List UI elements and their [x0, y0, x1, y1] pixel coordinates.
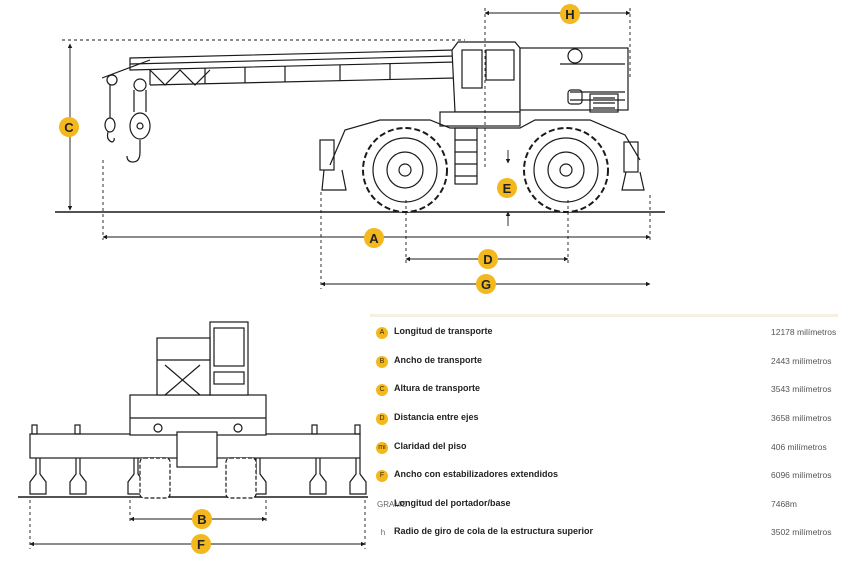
svg-text:C: C: [64, 120, 74, 135]
spec-row: C Altura de transporte 3543 milímetros: [370, 381, 838, 401]
spec-label: Longitud del portador/base: [394, 498, 511, 508]
spec-badge: h: [380, 528, 386, 537]
spec-value: 2443 milímetros: [771, 356, 832, 366]
front-cab: [156, 321, 249, 396]
spec-label: Claridad del piso: [394, 441, 467, 451]
spec-value: 12178 milímetros: [771, 327, 837, 337]
svg-text:H: H: [565, 7, 574, 22]
spec-label: Ancho de transporte: [394, 355, 483, 365]
dimension-badge-g: G: [476, 274, 496, 294]
spec-badge: mi: [376, 442, 388, 454]
dimension-badge-d: D: [478, 249, 498, 269]
svg-text:A: A: [369, 231, 379, 246]
spec-row: h Radio de giro de cola de la estructura…: [370, 524, 838, 544]
spec-badge: D: [376, 413, 388, 425]
boom: [101, 49, 463, 92]
spec-value: 3543 milímetros: [771, 384, 832, 394]
spec-label: Distancia entre ejes: [394, 412, 479, 422]
spec-row: F Ancho con estabilizadores extendidos 6…: [370, 467, 838, 487]
spec-value: 7468m: [771, 499, 797, 509]
svg-text:B: B: [197, 512, 206, 527]
hook-block: [104, 85, 151, 163]
spec-value: 6096 milímetros: [771, 470, 832, 480]
spec-value: 3658 milímetros: [771, 413, 832, 423]
rear-wheel: [523, 127, 609, 213]
spec-value: 3502 milímetros: [771, 527, 832, 537]
spec-badge: F: [376, 470, 388, 482]
operator-cab: [451, 41, 521, 113]
svg-text:E: E: [503, 181, 512, 196]
svg-text:G: G: [481, 277, 491, 292]
spec-row: D Distancia entre ejes 3658 milímetros: [370, 410, 838, 430]
spec-value: 406 milímetros: [771, 442, 827, 452]
spec-badge: GRAMO: [377, 500, 408, 509]
spec-row: mi Claridad del piso 406 milímetros: [370, 439, 838, 459]
dimension-badge-h: H: [560, 4, 580, 24]
spec-label: Longitud de transporte: [394, 326, 493, 336]
spec-row: GRAMO Longitud del portador/base 7468m: [370, 496, 838, 516]
dimension-badge-e: E: [497, 178, 517, 198]
svg-text:D: D: [483, 252, 492, 267]
spec-label: Altura de transporte: [394, 383, 481, 393]
spec-badge: C: [376, 384, 388, 396]
superstructure: [439, 47, 629, 127]
spec-badge: A: [376, 327, 388, 339]
spec-label: Radio de giro de cola de la estructura s…: [394, 526, 594, 536]
specifications-panel: A Longitud de transporte 12178 milímetro…: [370, 314, 838, 553]
spec-badge: B: [376, 356, 388, 368]
dimension-badge-c: C: [59, 117, 79, 137]
crane-side-view: [55, 41, 665, 213]
front-wheel: [362, 127, 448, 213]
spec-row: B Ancho de transporte 2443 milímetros: [370, 353, 838, 373]
crane-front-view: [18, 321, 368, 499]
front-carrier: [129, 394, 267, 499]
spec-label: Ancho con estabilizadores extendidos: [394, 469, 559, 479]
svg-text:F: F: [197, 537, 205, 552]
dimension-badge-a: A: [364, 228, 384, 248]
dimension-badge-f: F: [191, 534, 211, 554]
spec-row: A Longitud de transporte 12178 milímetro…: [370, 324, 838, 344]
dimension-badge-b: B: [192, 509, 212, 529]
